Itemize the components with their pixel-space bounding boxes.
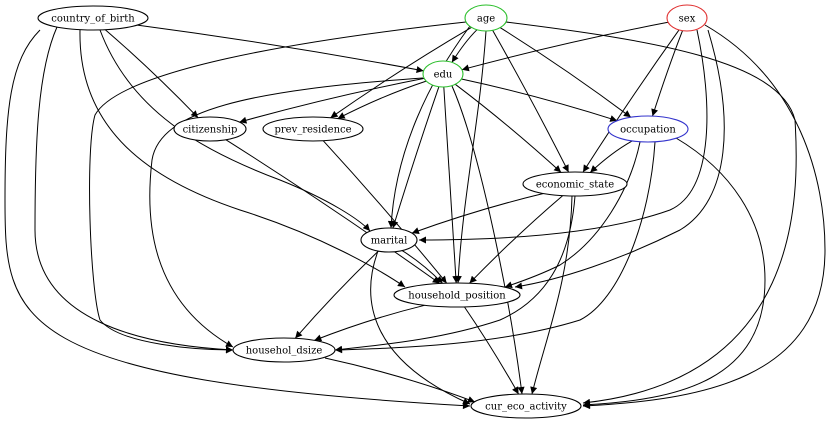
edge-sex-to-economic_state [582, 29, 680, 173]
node-ellipse [37, 5, 149, 31]
node-label: economic_state [536, 180, 614, 191]
node-label: househol_dsize [246, 346, 323, 357]
edge-edu-to-prev_residence [337, 80, 427, 120]
edge-age-to-prev_residence [330, 26, 472, 119]
edge-sex-to-cur_eco_activity [582, 24, 826, 410]
edge-economic_state-to-cur_eco_activity [530, 195, 573, 395]
node-ellipse [262, 116, 364, 142]
edge-edu-to-citizenship [239, 77, 425, 124]
edge-age-to-cur_eco_activity [505, 21, 797, 406]
node-ellipse [470, 393, 582, 419]
node-label: age [477, 14, 495, 25]
edge-household_position-to-househol_dsize [314, 304, 425, 342]
edge-household_position-to-cur_eco_activity [463, 306, 520, 395]
edge-citizenship-to-household_position [225, 139, 441, 284]
edge-country_of_birth-to-citizenship [104, 29, 199, 119]
edge-economic_state-to-househol_dsize [334, 195, 576, 353]
edge-marital-to-cur_eco_activity [370, 250, 471, 405]
edge-edu-to-marital [391, 86, 440, 229]
edge-sex-to-edu [461, 21, 669, 72]
edge-edu-to-economic_state [454, 83, 562, 173]
nodes-layer: country_of_birth age sex edu citizenship prev… [37, 4, 708, 419]
edge-country_of_birth-to-cur_eco_activity [4, 29, 471, 410]
edge-occupation-to-household_position [504, 141, 641, 289]
node-cur_eco_activity[interactable]: cur_eco_activity [470, 393, 582, 419]
node-country_of_birth[interactable]: country_of_birth [37, 5, 149, 31]
node-ellipse [393, 282, 521, 308]
node-ellipse [173, 116, 247, 142]
edge-age-to-occupation [499, 27, 632, 118]
edge-sex-to-marital [418, 29, 708, 244]
edge-country_of_birth-to-household_position [79, 29, 406, 288]
edge-economic_state-to-marital [411, 193, 544, 235]
edge-edu-to-cur_eco_activity [451, 85, 525, 395]
node-househol_dsize[interactable]: househol_dsize [232, 337, 336, 363]
edge-edu-to-househol_dsize [149, 77, 424, 348]
node-ellipse [360, 227, 418, 253]
node-ellipse [607, 115, 689, 143]
edge-age-to-marital [387, 25, 471, 229]
node-label: prev_residence [274, 125, 351, 136]
edge-sex-to-household_position [514, 29, 725, 290]
node-ellipse [464, 4, 508, 32]
node-label: sex [679, 14, 696, 25]
edge-occupation-to-economic_state [589, 140, 633, 173]
node-label: edu [434, 70, 453, 81]
node-age[interactable]: age [464, 4, 508, 32]
edge-edu-to-occupation [461, 78, 618, 122]
edge-country_of_birth-to-househol_dsize [34, 26, 234, 354]
node-ellipse [232, 337, 336, 363]
node-sex[interactable]: sex [666, 4, 708, 32]
edge-age-to-household_position [454, 30, 487, 284]
edge-sex-to-occupation [651, 30, 683, 117]
node-economic_state[interactable]: economic_state [522, 171, 628, 197]
node-label: household_position [408, 291, 506, 302]
node-edu[interactable]: edu [422, 60, 464, 88]
edge-househol_dsize-to-cur_eco_activity [324, 357, 476, 403]
node-ellipse [522, 171, 628, 197]
edge-edu-to-household_position [443, 86, 460, 284]
node-label: country_of_birth [51, 14, 135, 25]
edges-layer [4, 21, 826, 410]
node-label: cur_eco_activity [485, 402, 567, 413]
node-marital[interactable]: marital [360, 227, 418, 253]
node-ellipse [666, 4, 708, 32]
edge-age-to-economic_state [492, 30, 570, 173]
node-occupation[interactable]: occupation [607, 115, 689, 143]
edge-country_of_birth-to-marital [99, 29, 371, 232]
node-prev_residence[interactable]: prev_residence [262, 116, 364, 142]
node-label: occupation [620, 125, 676, 136]
node-ellipse [422, 60, 464, 88]
edge-marital-to-household_position [401, 250, 443, 284]
edge-marital-to-househol_dsize [294, 250, 379, 339]
edge-occupation-to-househol_dsize [334, 141, 656, 354]
edge-age-to-edu [451, 29, 478, 63]
edge-prev_residence-to-household_position [322, 140, 448, 284]
edge-economic_state-to-household_position [469, 195, 563, 284]
node-label: citizenship [183, 125, 238, 136]
node-household_position[interactable]: household_position [393, 282, 521, 308]
edge-country_of_birth-to-edu [137, 24, 424, 74]
edge-occupation-to-cur_eco_activity [582, 137, 766, 409]
node-citizenship[interactable]: citizenship [173, 116, 247, 142]
node-label: marital [371, 236, 408, 247]
edge-age-to-househol_dsize [89, 21, 467, 354]
